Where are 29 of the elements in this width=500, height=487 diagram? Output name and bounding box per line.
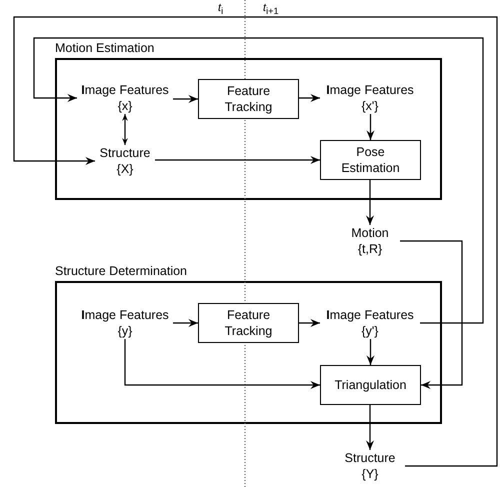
group-title: Structure Determination [55,264,188,278]
arrow [124,339,320,389]
node-label: Structure {Y} [335,450,405,482]
arrow [366,405,374,450]
process-box: Triangulation [320,365,421,405]
arrow [122,114,128,145]
node-label: Image Features {x'} [320,82,420,114]
arrow [299,319,320,327]
process-box: Feature Tracking [198,79,299,119]
arrow [33,37,484,324]
node-label: Image Features {y'} [320,307,420,339]
node-label: Structure {X} [95,145,155,177]
arrow [366,114,374,140]
arrow [155,156,320,164]
arrow [366,180,374,225]
time-label: t$_{i}$ [218,2,224,16]
arrow [173,319,198,327]
arrow [173,95,198,103]
group-title: Motion Estimation [55,41,154,55]
process-box: Feature Tracking [198,303,299,343]
arrow [13,16,498,467]
time-label: t$_{i+1}$ [263,2,279,16]
arrow [366,339,374,365]
arrow [400,240,463,389]
process-box: Pose Estimation [320,140,421,180]
node-label: Image Features {x} [77,82,173,114]
node-label: Motion {t,R} [340,225,400,257]
node-label: Image Features {y} [77,307,173,339]
arrow [299,94,320,102]
